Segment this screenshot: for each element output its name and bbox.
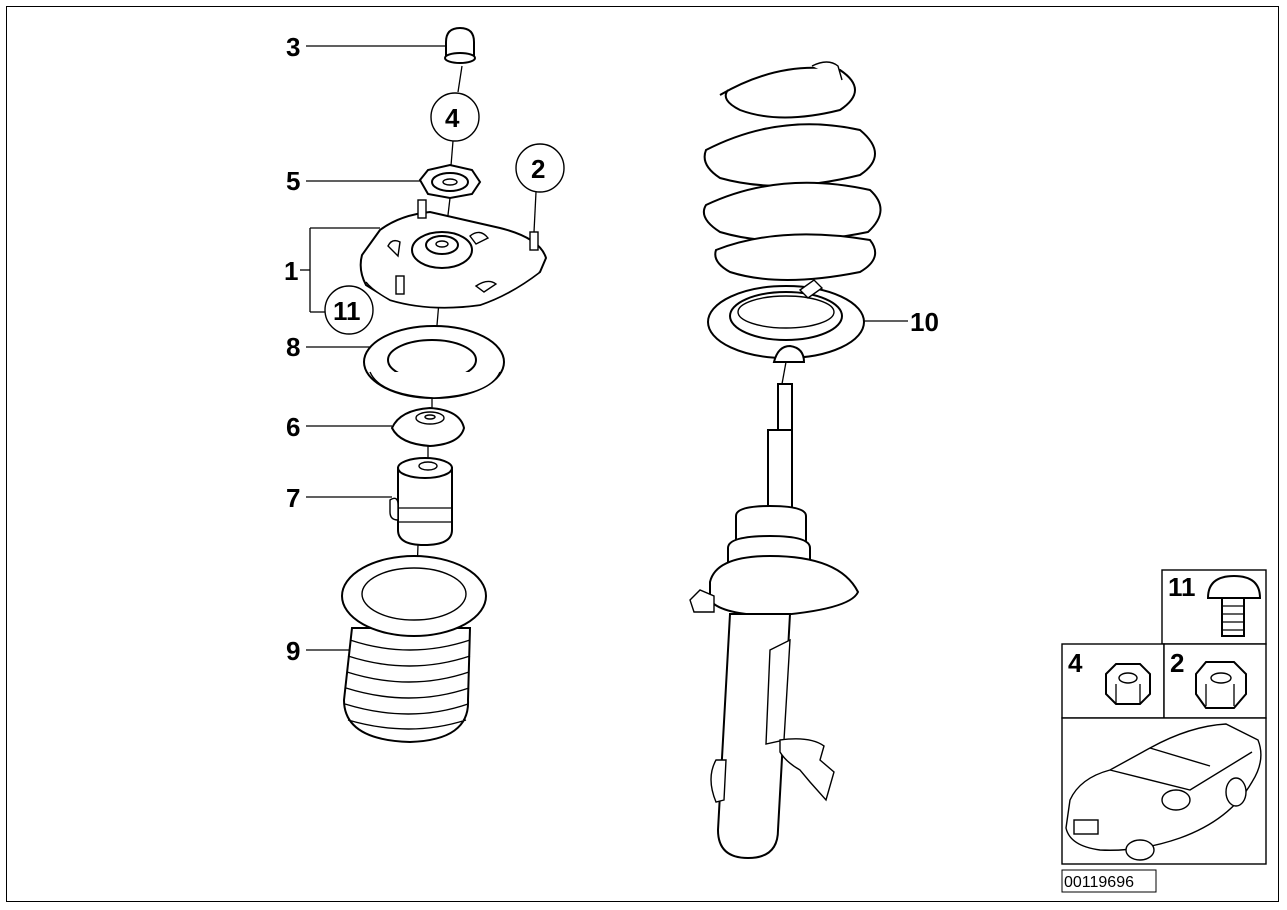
- callout-7[interactable]: 7: [286, 483, 392, 513]
- part-cap[interactable]: [444, 26, 476, 64]
- diagram-code: 00119696: [1064, 874, 1134, 891]
- part-protection-tube[interactable]: [341, 555, 487, 744]
- callout-label-6: 6: [286, 412, 300, 442]
- callout-6[interactable]: 6: [286, 412, 392, 442]
- callout-9[interactable]: 9: [286, 636, 352, 666]
- callout-label-4: 4: [445, 103, 460, 133]
- inset-bolt[interactable]: 11: [1168, 572, 1262, 637]
- callout-2-circle[interactable]: 2: [515, 143, 565, 233]
- callout-label-1: 1: [284, 256, 298, 286]
- callout-label-8: 8: [286, 332, 300, 362]
- callout-8[interactable]: 8: [286, 332, 370, 362]
- shock-absorber[interactable]: [689, 361, 860, 860]
- diagram-frame: [6, 6, 1279, 902]
- part-coil-spring[interactable]: [702, 61, 882, 281]
- callout-3[interactable]: 3: [286, 32, 446, 62]
- callout-label-2: 2: [531, 154, 545, 184]
- callout-label-3: 3: [286, 32, 300, 62]
- callout-label-5: 5: [286, 166, 300, 196]
- callout-5[interactable]: 5: [286, 166, 420, 196]
- callout-10[interactable]: 10: [860, 307, 939, 337]
- callout-1[interactable]: 1: [284, 227, 380, 313]
- callout-label-9: 9: [286, 636, 300, 666]
- diagram-code-box: 00119696: [1061, 869, 1157, 893]
- callout-label-11: 11: [333, 296, 361, 326]
- callout-label-7: 7: [286, 483, 300, 513]
- inset-vehicle: [1065, 723, 1262, 861]
- inset-nut-2[interactable]: 2: [1170, 648, 1247, 709]
- part-washer[interactable]: [418, 163, 482, 200]
- inset-label-4: 4: [1068, 648, 1083, 678]
- inset-label-11: 11: [1168, 572, 1196, 602]
- callout-label-10: 10: [910, 307, 939, 337]
- part-support-bearing[interactable]: [390, 406, 466, 448]
- part-bump-stop[interactable]: [389, 457, 453, 547]
- part-spring-seat-upper[interactable]: [363, 325, 505, 399]
- part-strut-mount[interactable]: [359, 199, 548, 309]
- inset-label-2: 2: [1170, 648, 1184, 678]
- inset-nut-4[interactable]: 4: [1068, 648, 1151, 705]
- part-spring-pad-lower[interactable]: [707, 279, 865, 363]
- callout-4-circle[interactable]: 4: [430, 65, 480, 179]
- callout-11-circle[interactable]: 11: [324, 285, 374, 335]
